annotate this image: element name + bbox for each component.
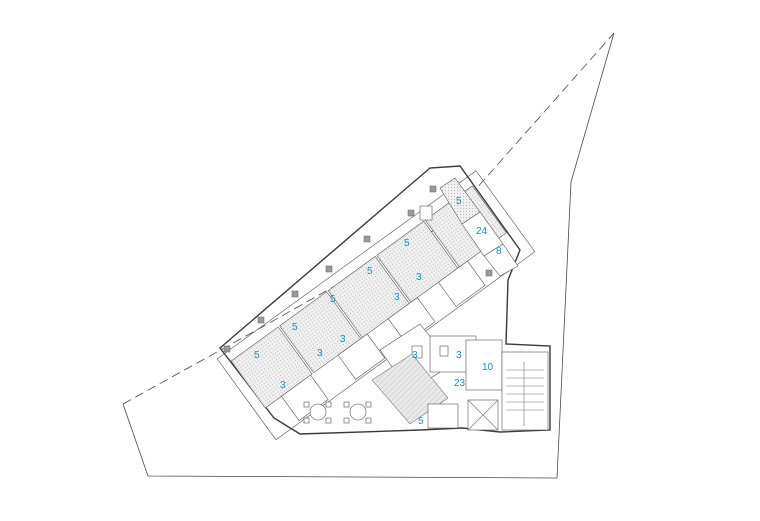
- label-r1: 5: [254, 350, 260, 361]
- label-r6: 5: [456, 196, 462, 207]
- label-r14: 3: [412, 350, 418, 361]
- label-r8: 8: [496, 246, 502, 257]
- room-r2: [279, 291, 362, 374]
- label-r5: 5: [404, 238, 410, 249]
- label-r11: 3: [340, 334, 346, 345]
- label-r13: 3: [280, 380, 286, 391]
- corner-block: [419, 177, 519, 277]
- label-r16: 10: [482, 362, 494, 373]
- label-r9: 3: [416, 272, 422, 283]
- label-r2: 5: [292, 322, 298, 333]
- label-r10: 3: [394, 292, 400, 303]
- label-r12: 3: [317, 348, 323, 359]
- columns: [223, 209, 415, 353]
- label-r3: 5: [330, 294, 336, 305]
- room-labels: 5 5 5 5 5 5 24 8 3 3 3 3 3 3 3 10 23 5: [254, 196, 502, 427]
- dining-tables: [303, 401, 372, 424]
- label-r4: 5: [367, 266, 373, 277]
- bath-unit: [337, 333, 386, 380]
- stair-core: [427, 351, 549, 431]
- label-r15: 3: [456, 350, 462, 361]
- label-r17: 23: [454, 378, 466, 389]
- room-row: [216, 170, 536, 441]
- site-boundary: [122, 32, 615, 479]
- bath-unit: [437, 260, 486, 307]
- building-outline: [219, 165, 551, 435]
- room-r4: [376, 220, 459, 303]
- label-r7: 24: [476, 226, 488, 237]
- room-r3: [327, 256, 410, 338]
- label-r18: 5: [418, 416, 424, 427]
